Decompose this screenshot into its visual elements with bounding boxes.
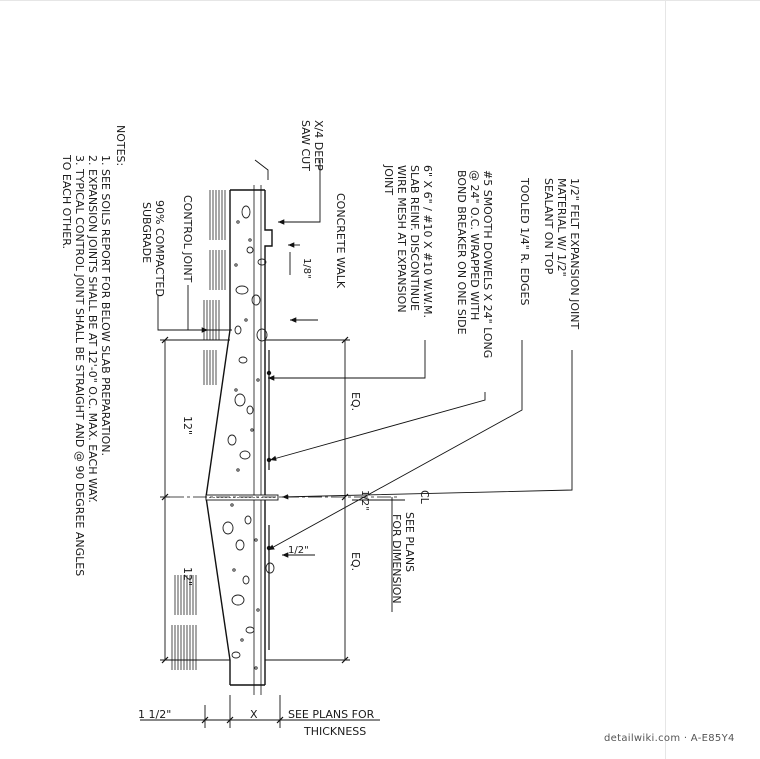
leader-lines bbox=[157, 159, 573, 558]
dim-twelve-bottom: 12" bbox=[181, 567, 194, 586]
sheet-border-right bbox=[665, 0, 666, 759]
dowels-label-3: BOND BREAKER ON ONE SIDE bbox=[455, 170, 468, 335]
dim-eq-top: EQ. bbox=[349, 392, 362, 411]
dim-one-eighth: 1/8" bbox=[301, 258, 312, 279]
concrete-walk-label: CONCRETE WALK bbox=[334, 193, 347, 289]
watermark: detailwiki.com · A-E85Y4 bbox=[604, 733, 735, 744]
saw-cut-label-2: SAW CUT bbox=[299, 120, 312, 171]
aggregate-pattern bbox=[222, 205, 275, 670]
dowels-label-2: @ 24" O.C. WRAPPED WITH bbox=[468, 170, 481, 320]
felt-joint-label-1: 1/2" FELT EXPANSION JOINT bbox=[568, 178, 581, 330]
note-4: TO EACH OTHER. bbox=[60, 154, 73, 249]
sheet-border-top bbox=[0, 0, 760, 1]
notes-title: NOTES: bbox=[114, 125, 127, 166]
felt-joint-label-2: MATERIAL W/ 1/2" bbox=[555, 178, 568, 277]
note-2: 2. EXPANSION JOINTS SHALL BE AT 12'-0" O… bbox=[86, 155, 99, 503]
dim-eq-bottom: EQ. bbox=[349, 552, 362, 571]
note-3: 3. TYPICAL CONTROL JOINT SHALL BE STRAIG… bbox=[73, 155, 86, 576]
dim-half-inch-top: 1/2" bbox=[359, 490, 370, 511]
notes-block: NOTES: 1. SEE SOILS REPORT FOR BELOW SLA… bbox=[60, 125, 127, 576]
subgrade-label-2: SUBGRADE bbox=[140, 202, 153, 263]
felt-joint-label-3: SEALANT ON TOP bbox=[542, 178, 555, 275]
dim-x: X bbox=[250, 708, 258, 721]
wire-mesh-label-2: SLAB REINF. DISCONTINUE bbox=[408, 165, 421, 311]
see-plans-thickness-2: THICKNESS bbox=[303, 725, 366, 738]
dowels-label-1: #5 SMOOTH DOWELS X 24" LONG bbox=[481, 170, 494, 358]
centerline-label: CL bbox=[418, 490, 431, 505]
control-joint-label: CONTROL JOINT bbox=[181, 195, 194, 283]
wire-mesh-label-4: JOINT bbox=[382, 164, 395, 195]
subgrade-hatch bbox=[171, 190, 226, 670]
subgrade-label-1: 90% COMPACTED bbox=[153, 200, 166, 297]
dim-twelve-top: 12" bbox=[181, 416, 194, 435]
see-plans-dimension-1: SEE PLANS bbox=[403, 512, 416, 572]
callout-labels: X/4 DEEP SAW CUT CONTROL JOINT 90% COMPA… bbox=[140, 120, 581, 604]
dimension-lines bbox=[140, 252, 393, 728]
dim-half-inch-bottom: 1/2" bbox=[288, 545, 309, 556]
wire-mesh-label-1: 6" X 6" / #10 X #10 W.W.M. bbox=[421, 165, 434, 318]
saw-cut-label-1: X/4 DEEP bbox=[312, 120, 325, 171]
dim-one-and-half: 1 1/2" bbox=[138, 708, 171, 721]
tooled-edges-label: TOOLED 1/4" R. EDGES bbox=[518, 177, 531, 305]
horizontal-labels: 1/2" 1 1/2" X SEE PLANS FOR THICKNESS bbox=[138, 545, 375, 738]
note-1: 1. SEE SOILS REPORT FOR BELOW SLAB PREPA… bbox=[99, 155, 112, 456]
wire-mesh-label-3: WIRE MESH AT EXPANSION bbox=[395, 165, 408, 313]
see-plans-thickness-1: SEE PLANS FOR bbox=[288, 708, 375, 721]
see-plans-dimension-2: FOR DIMENSION bbox=[390, 514, 403, 604]
